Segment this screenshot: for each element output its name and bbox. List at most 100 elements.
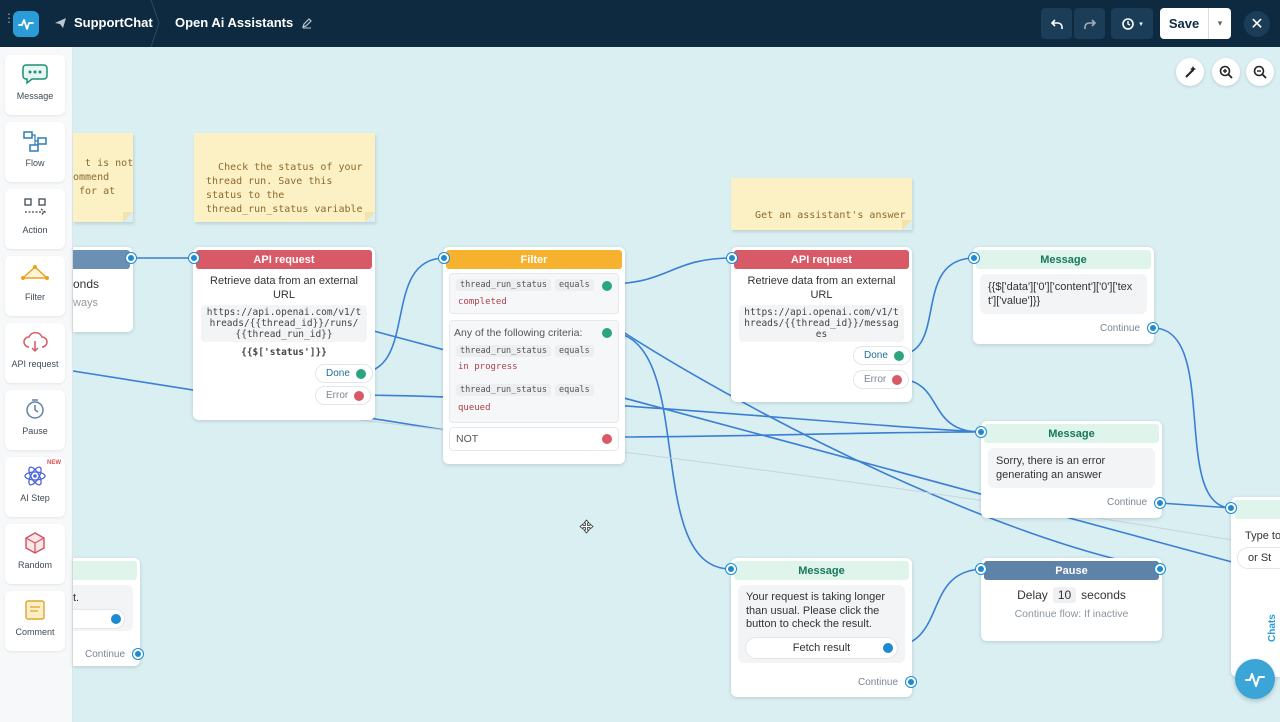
random-icon (25, 532, 45, 554)
redo-button[interactable] (1074, 8, 1105, 39)
node-partial-right[interactable]: Type to or St Chats (1231, 497, 1280, 677)
save-button[interactable]: Save ▾ (1160, 8, 1231, 39)
button-label: or St (1248, 552, 1272, 564)
input-port[interactable] (726, 564, 736, 574)
node-filter[interactable]: Filter thread_run_status equals complete… (443, 247, 625, 464)
condition-port[interactable] (602, 328, 612, 338)
note-fold (902, 220, 912, 230)
filter-condition-any[interactable]: Any of the following criteria: thread_ru… (449, 320, 619, 423)
output-port[interactable] (1155, 564, 1165, 574)
button-port[interactable] (111, 614, 121, 624)
node-button[interactable]: or St (1237, 547, 1280, 569)
auto-arrange-button[interactable] (1176, 58, 1204, 86)
chats-tab[interactable]: Chats (1267, 614, 1278, 642)
filter-condition-not[interactable]: NOT (449, 427, 619, 451)
output-port[interactable] (1148, 323, 1158, 333)
edge-pause-back (619, 329, 1162, 570)
node-api-request-status[interactable]: API request Retrieve data from an extern… (193, 247, 375, 420)
palette-flow[interactable]: Flow (5, 122, 65, 182)
app-logo-icon[interactable] (13, 11, 39, 37)
not-label: NOT (456, 433, 479, 445)
node-message-error[interactable]: Message Sorry, there is an error generat… (981, 421, 1162, 518)
done-port[interactable] (355, 368, 366, 379)
breadcrumb-project[interactable]: SupportChat (54, 15, 153, 30)
edge-api2done-to-msganswer (896, 257, 976, 356)
zoom-in-button[interactable] (1212, 58, 1240, 86)
done-output[interactable]: Done (315, 364, 373, 383)
button-port[interactable] (883, 643, 893, 653)
note-text: Check the status of your thread run. Sav… (206, 162, 363, 215)
input-port[interactable] (189, 253, 199, 263)
input-port[interactable] (439, 253, 449, 263)
comment-note-answer[interactable]: Get an assistant's answer (731, 178, 912, 230)
chat-widget-button[interactable] (1235, 659, 1275, 699)
node-pause[interactable]: Pause Delay 10 seconds Continue flow: If… (981, 558, 1162, 641)
palette-ai-step[interactable]: NEW AI Step (5, 457, 65, 517)
input-port[interactable] (1226, 503, 1236, 513)
pause-icon (26, 399, 44, 419)
output-port[interactable] (126, 253, 136, 263)
condition-value: in progress (458, 362, 518, 372)
note-text: Get an assistant's answer (755, 210, 906, 221)
node-message-answer[interactable]: Message {{$['data']['0']['content']['0']… (973, 247, 1154, 344)
breadcrumb-separator (150, 0, 160, 47)
error-output[interactable]: Error (853, 370, 910, 389)
input-port[interactable] (969, 253, 979, 263)
palette-comment[interactable]: Comment (5, 591, 65, 651)
edge-msgerror-to-right (1159, 502, 1233, 509)
node-api-request-messages[interactable]: API request Retrieve data from an extern… (731, 247, 912, 402)
input-port[interactable] (727, 253, 737, 263)
output-port[interactable] (1155, 498, 1165, 508)
output-port[interactable] (133, 649, 143, 659)
move-cursor-icon (579, 519, 594, 539)
fetch-result-button[interactable]: Fetch result (745, 637, 898, 659)
condition-operator: equals (555, 345, 594, 357)
pause-subtext: Continue flow: If inactive (1014, 608, 1129, 620)
node-message-taking-longer[interactable]: Message Your request is taking longer th… (731, 558, 912, 697)
palette-api-request[interactable]: API request (5, 323, 65, 383)
history-button[interactable]: ▾ (1111, 8, 1153, 39)
edit-pencil-icon[interactable] (301, 17, 313, 29)
note-fold (365, 212, 375, 222)
condition-variable: thread_run_status (456, 279, 551, 291)
condition-variable: thread_run_status (456, 345, 551, 357)
filter-condition-completed[interactable]: thread_run_status equals completed (449, 273, 619, 314)
note-fold (123, 212, 133, 222)
button-label: Fetch result (792, 642, 851, 654)
node-partial-left-bottom[interactable]: t. Continue (73, 558, 140, 666)
palette-action[interactable]: Action (5, 189, 65, 249)
node-subtext: ways (73, 297, 99, 309)
continue-label: Continue (1107, 497, 1148, 508)
node-header: API request (734, 250, 909, 269)
done-port[interactable] (893, 350, 904, 361)
input-port[interactable] (976, 427, 986, 437)
condition-operator: equals (555, 279, 594, 291)
error-port[interactable] (354, 390, 365, 401)
condition-operator: equals (555, 384, 594, 396)
chevron-down-icon: ▾ (1139, 20, 1143, 28)
undo-button[interactable] (1041, 8, 1072, 39)
condition-port[interactable] (602, 434, 612, 444)
palette-message[interactable]: Message (5, 55, 65, 115)
palette-label: Filter (25, 292, 45, 302)
flow-title[interactable]: Open Ai Assistants (175, 15, 313, 30)
save-dropdown-icon[interactable]: ▾ (1208, 8, 1231, 39)
done-output[interactable]: Done (853, 346, 911, 365)
palette-filter[interactable]: Filter (5, 256, 65, 316)
error-output[interactable]: Error (315, 386, 372, 405)
error-port[interactable] (892, 374, 903, 385)
condition-port[interactable] (602, 281, 612, 291)
palette-pause[interactable]: Pause (5, 390, 65, 450)
comment-note-partial[interactable]: t is not ommend for at (73, 133, 133, 222)
delay-label: Delay (1017, 588, 1048, 602)
continue-label: Continue (858, 677, 899, 688)
palette-random[interactable]: Random (5, 524, 65, 584)
input-port[interactable] (976, 564, 986, 574)
node-partial-left[interactable]: onds ways (73, 247, 133, 332)
comment-note-status[interactable]: Check the status of your thread run. Sav… (194, 133, 375, 222)
close-button[interactable]: ✕ (1244, 11, 1270, 37)
output-port[interactable] (906, 677, 916, 687)
zoom-out-button[interactable] (1246, 58, 1274, 86)
filter-icon (21, 265, 49, 280)
delay-value[interactable]: 10 (1052, 587, 1077, 603)
